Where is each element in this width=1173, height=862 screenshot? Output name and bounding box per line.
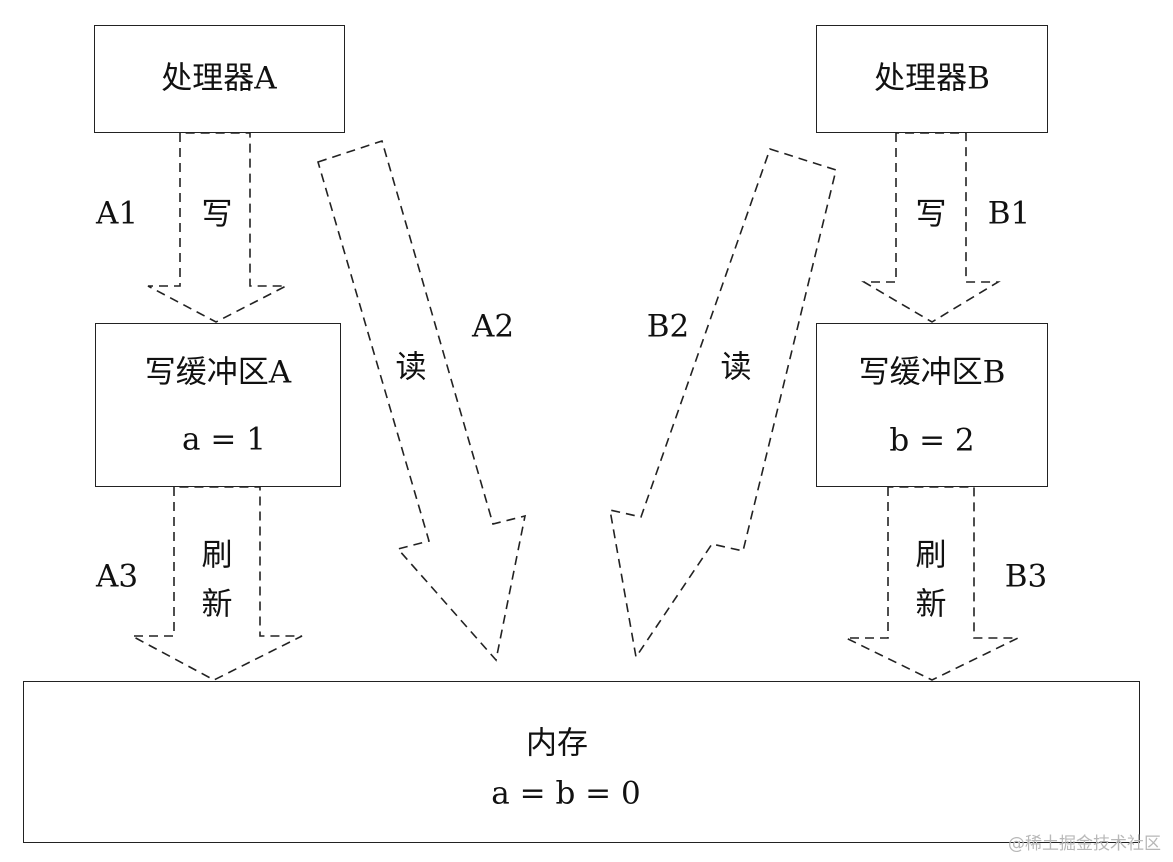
arrow-a1-action: 写 <box>201 196 233 233</box>
arrow-a3-label: A3 <box>95 558 139 595</box>
arrow-b1-write <box>861 132 1001 323</box>
arrow-a3-flush <box>131 486 303 681</box>
arrow-a2-read <box>317 139 527 662</box>
arrow-a2-action: 读 <box>395 349 427 386</box>
arrow-a2-label: A2 <box>471 308 515 345</box>
write-buffer-a-box <box>95 323 341 487</box>
processor-b-box <box>816 25 1048 133</box>
arrow-b2-label: B2 <box>646 308 690 345</box>
arrow-b3-action-line1: 刷 <box>915 537 947 574</box>
arrow-b2-read <box>609 148 837 660</box>
arrow-b3-flush <box>845 486 1019 681</box>
processor-a-box <box>94 25 345 133</box>
arrow-a3-action-line2: 新 <box>201 586 233 623</box>
memory-box <box>23 681 1140 843</box>
processor-a-title: 处理器A <box>161 60 277 97</box>
arrow-a1-write <box>147 132 287 323</box>
processor-b-title: 处理器B <box>874 60 990 97</box>
write-buffer-a-title: 写缓冲区A <box>144 354 292 391</box>
memory-title: 内存 <box>526 725 588 762</box>
arrow-b3-action-line2: 新 <box>915 586 947 623</box>
memory-value: a = b = 0 <box>491 775 641 812</box>
write-buffer-b-value: b = 2 <box>889 422 975 459</box>
write-buffer-b-title: 写缓冲区B <box>858 354 1006 391</box>
arrow-b1-action: 写 <box>915 196 947 233</box>
arrow-b2-action: 读 <box>720 349 752 386</box>
write-buffer-b-box <box>816 323 1048 487</box>
arrow-b1-label: B1 <box>987 195 1031 232</box>
arrow-a3-action-line1: 刷 <box>201 537 233 574</box>
arrow-b3-label: B3 <box>1004 558 1048 595</box>
write-buffer-a-value: a = 1 <box>182 421 266 458</box>
arrow-a1-label: A1 <box>95 195 139 232</box>
watermark-text: @稀土掘金技术社区 <box>1008 834 1161 854</box>
